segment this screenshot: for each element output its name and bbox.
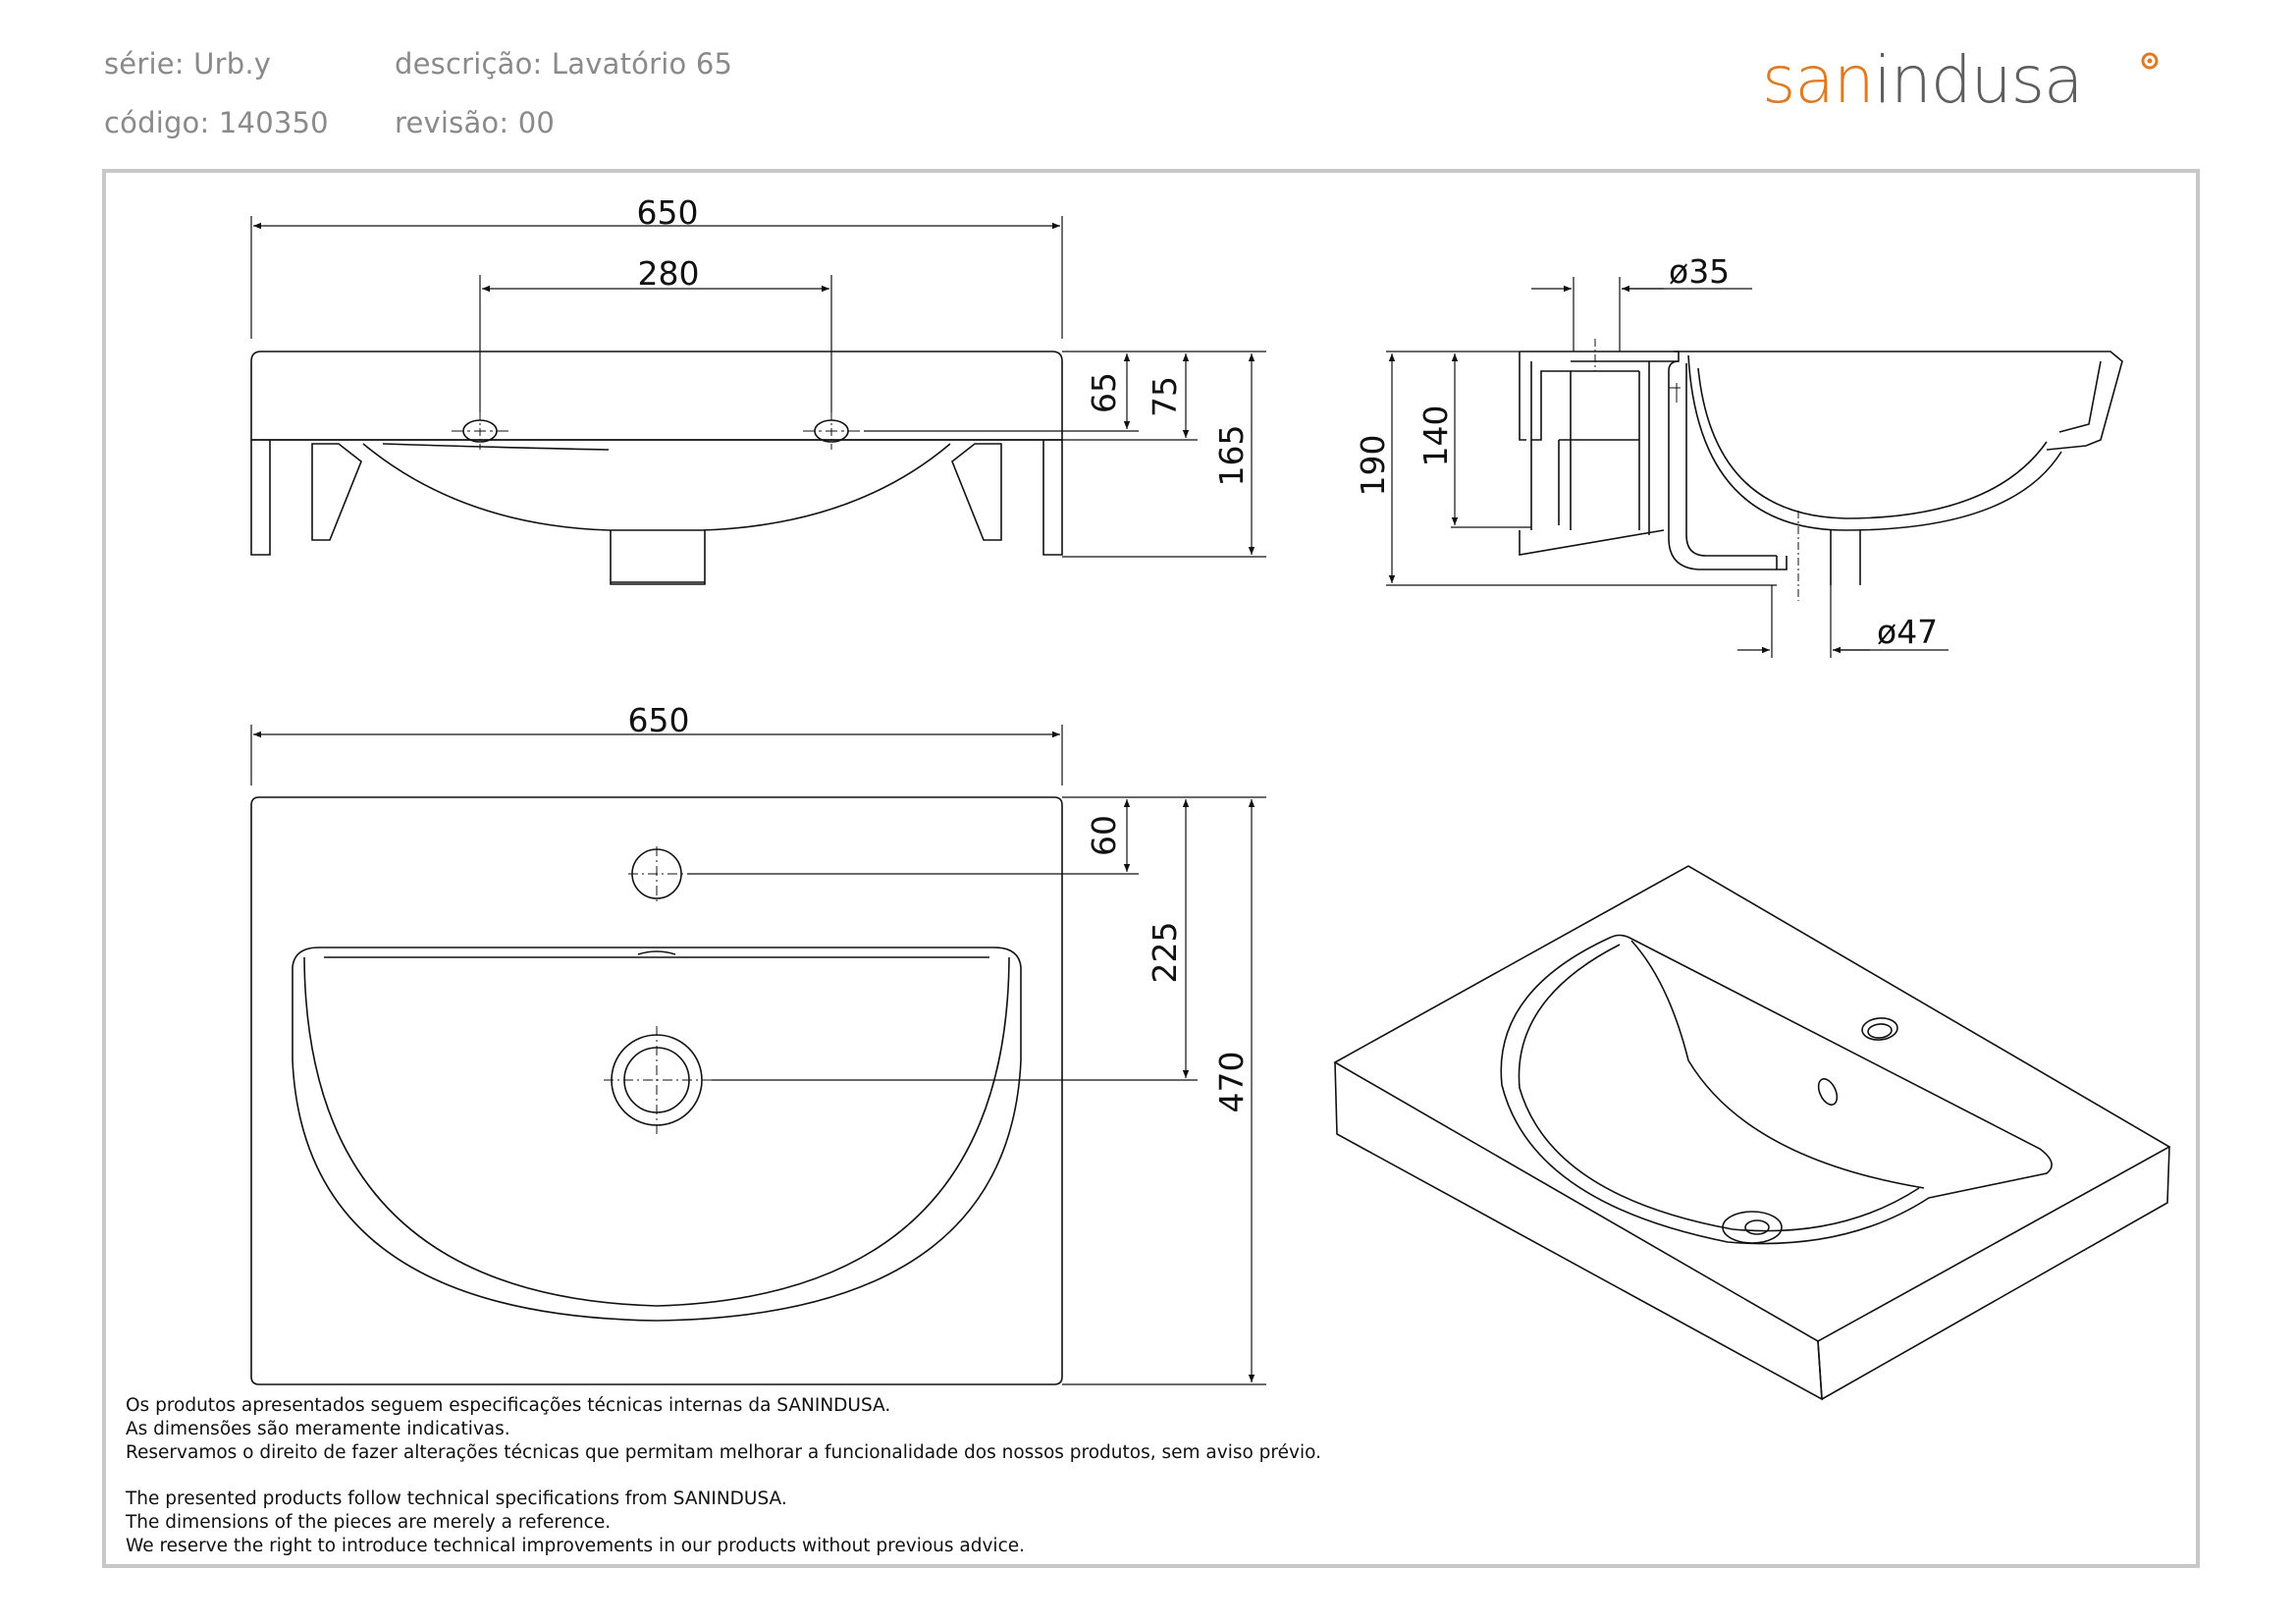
- front-view: [250, 351, 1063, 585]
- revisao-label: revisão: 00: [395, 106, 556, 139]
- codigo-label: código: 140350: [104, 106, 329, 139]
- dimension-labels: 650 280 65 75 165 ø35 140 190 ø47 650 60…: [628, 193, 1939, 1113]
- dim-top-60: 60: [1085, 815, 1123, 856]
- top-view: [250, 796, 1063, 1385]
- drawing-frame: [102, 169, 2200, 1568]
- dim-front-width: 650: [637, 193, 699, 232]
- notes-portuguese: Os produtos apresentados seguem especifi…: [126, 1394, 1321, 1465]
- dim-front-holes: 280: [638, 254, 700, 293]
- note-en-3: We reserve the right to introduce techni…: [126, 1536, 1026, 1556]
- dim-side-140: 140: [1416, 406, 1455, 467]
- logo-dot-icon: [2141, 52, 2159, 70]
- front-dimensions: [250, 216, 1266, 558]
- dim-top-470: 470: [1212, 1052, 1251, 1113]
- isometric-view: [1333, 865, 2171, 1401]
- dim-side-190: 190: [1354, 435, 1392, 497]
- dim-front-75: 75: [1146, 376, 1184, 417]
- dim-side-d47: ø47: [1877, 613, 1938, 651]
- descricao-label: descrição: Lavatório 65: [395, 47, 733, 81]
- svg-text:sanindusa: sanindusa: [1762, 42, 2082, 118]
- side-view: [1519, 339, 2123, 601]
- side-dimensions: [1386, 277, 1949, 658]
- logo-part-san: san: [1762, 42, 1874, 118]
- note-pt-3: Reservamos o direito de fazer alterações…: [126, 1442, 1321, 1463]
- dim-front-165: 165: [1212, 425, 1251, 487]
- dim-side-d35: ø35: [1669, 252, 1730, 291]
- logo-part-indusa: indusa: [1874, 42, 2083, 118]
- note-en-2: The dimensions of the pieces are merely …: [126, 1512, 612, 1533]
- note-en-1: The presented products follow technical …: [126, 1489, 787, 1509]
- serie-label: série: Urb.y: [104, 47, 272, 81]
- notes-english: The presented products follow technical …: [126, 1488, 1025, 1558]
- dim-top-width: 650: [628, 701, 690, 739]
- dim-top-225: 225: [1146, 922, 1184, 984]
- dim-front-65: 65: [1085, 372, 1123, 413]
- top-dimensions: [250, 725, 1266, 1385]
- sanindusa-logo: sanindusa: [1762, 42, 2159, 118]
- note-pt-1: Os produtos apresentados seguem especifi…: [126, 1395, 891, 1416]
- note-pt-2: As dimensões são meramente indicativas.: [126, 1419, 510, 1439]
